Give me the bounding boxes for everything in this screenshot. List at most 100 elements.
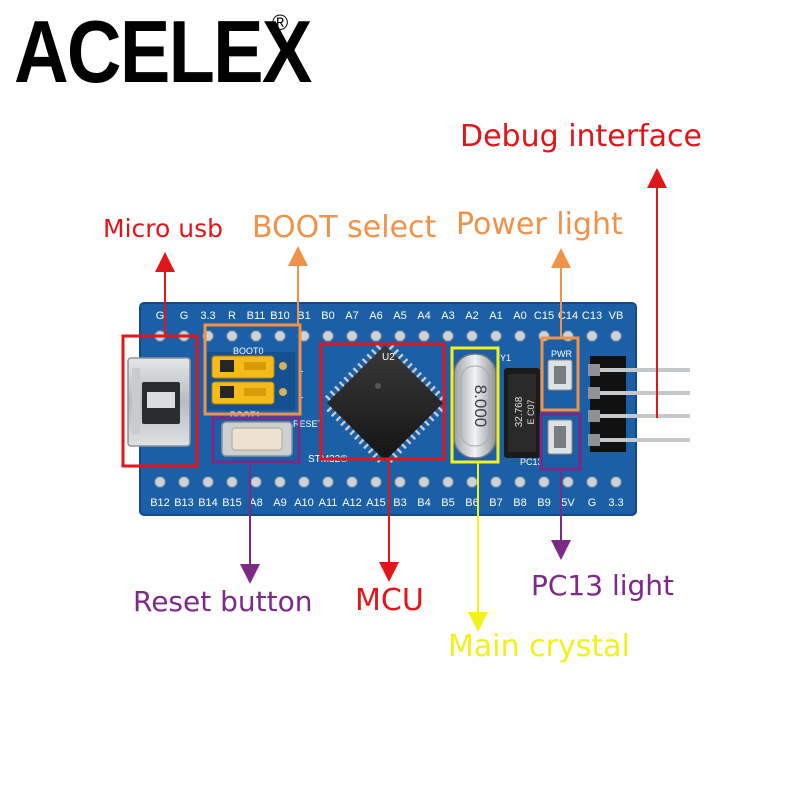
bottom-pin-hole [346, 476, 358, 488]
label-micro-usb: Micro usb [103, 214, 223, 243]
bottom-pin-hole [538, 476, 550, 488]
bottom-pin-label: B5 [441, 497, 454, 509]
bottom-pin-hole [562, 476, 574, 488]
top-pin-hole [442, 330, 454, 342]
top-pin-hole [394, 330, 406, 342]
bottom-pin-hole [178, 476, 190, 488]
silk-reset: RESET [293, 419, 324, 429]
bottom-pin-hole [226, 476, 238, 488]
bottom-pin-hole [202, 476, 214, 488]
top-pin-label: C13 [582, 310, 602, 322]
brand-logo: ACELEX [14, 2, 312, 101]
top-pin-label: G [180, 310, 189, 322]
top-pin-hole [418, 330, 430, 342]
top-pin-label: A3 [441, 310, 454, 322]
bottom-pin-label: B13 [174, 497, 194, 509]
rtc-crystal-marking: 32.768 [514, 396, 525, 427]
label-debug-interface: Debug interface [460, 119, 702, 154]
top-pin-hole [346, 330, 358, 342]
bottom-pin-hole [586, 476, 598, 488]
highlight-boot-select [203, 323, 302, 416]
highlight-reset-button [211, 416, 301, 464]
bottom-pin-hole [274, 476, 286, 488]
top-pin-hole [586, 330, 598, 342]
registered-mark: ® [272, 10, 289, 35]
reset-tact-switch [221, 421, 293, 457]
bottom-pin-hole [250, 476, 262, 488]
silk-pc13: PC13 [520, 457, 543, 467]
bottom-pin-label: B12 [150, 497, 170, 509]
highlight-mcu [319, 342, 446, 461]
rtc-crystal-part [504, 368, 540, 458]
top-pin-label: B0 [321, 310, 334, 322]
top-pin-label: B10 [270, 310, 290, 322]
bottom-pin-label: B6 [465, 497, 478, 509]
boot-jumpers [207, 352, 295, 410]
bottom-pin-hole [466, 476, 478, 488]
top-pin-hole [610, 330, 622, 342]
bottom-pin-hole [610, 476, 622, 488]
bottom-pin-hole [514, 476, 526, 488]
main-crystal-part [453, 353, 497, 459]
bottom-pin-hole [442, 476, 454, 488]
top-pin-label: A2 [465, 310, 478, 322]
silk-u2: U2 [382, 352, 395, 363]
mcu-chip [324, 344, 446, 464]
label-reset-button: Reset button [133, 585, 313, 618]
top-pin-hole [226, 330, 238, 342]
top-pin-hole [370, 330, 382, 342]
top-pin-hole [250, 330, 262, 342]
top-pin-hole [514, 330, 526, 342]
label-mcu: MCU [355, 583, 424, 618]
bottom-pin-label: 3.3 [608, 497, 623, 509]
top-pin-hole [274, 330, 286, 342]
silk-y1: Y1 [500, 353, 511, 363]
power-led-part [547, 359, 573, 391]
rtc-crystal-code: E C07 [526, 399, 536, 424]
bottom-pin-label: A9 [273, 497, 286, 509]
bottom-pin-label: B9 [537, 497, 550, 509]
label-main-crystal: Main crystal [448, 629, 630, 664]
mcu-package [327, 345, 443, 461]
top-pin-label: B11 [247, 310, 266, 322]
bottom-pin-hole [322, 476, 334, 488]
bottom-pin-label: B15 [222, 497, 242, 509]
top-pin-label: A7 [345, 310, 358, 322]
pc13-led-part [547, 419, 573, 455]
top-pin-label: G [156, 310, 165, 322]
label-power-light: Power light [456, 207, 623, 242]
top-pin-hole [322, 330, 334, 342]
top-pin-label: A5 [393, 310, 406, 322]
label-pc13-light: PC13 light [531, 569, 675, 602]
debug-header-part [588, 356, 690, 452]
crystal-frequency: 8.000 [471, 385, 490, 428]
bottom-pin-hole [298, 476, 310, 488]
highlight-micro-usb [121, 334, 199, 468]
top-pin-label: A0 [513, 310, 526, 322]
bottom-pin-label: A15 [366, 497, 386, 509]
top-pin-label: B1 [297, 310, 310, 322]
bottom-pin-label: A11 [319, 497, 338, 509]
bottom-pin-label: B7 [489, 497, 502, 509]
bottom-pin-hole [394, 476, 406, 488]
bottom-pin-label: A12 [342, 497, 362, 509]
bottom-pin-label: A8 [249, 497, 262, 509]
bottom-pin-holes [154, 476, 622, 488]
label-boot-select: BOOT select [252, 210, 437, 245]
bottom-pin-hole [490, 476, 502, 488]
highlight-main-crystal [450, 346, 500, 464]
bottom-pin-label: B14 [198, 497, 218, 509]
bottom-pin-label: B8 [513, 497, 526, 509]
bottom-pin-hole [418, 476, 430, 488]
silk-boot0: BOOT0 [233, 346, 264, 356]
micro-usb-connector [127, 357, 191, 447]
top-pin-label: A1 [489, 310, 502, 322]
top-pin-label: 3.3 [200, 310, 215, 322]
top-pin-hole [490, 330, 502, 342]
top-pin-label: R [228, 310, 236, 322]
bottom-pin-label: G [588, 497, 597, 509]
top-pin-label: C15 [534, 310, 554, 322]
top-pin-hole [466, 330, 478, 342]
